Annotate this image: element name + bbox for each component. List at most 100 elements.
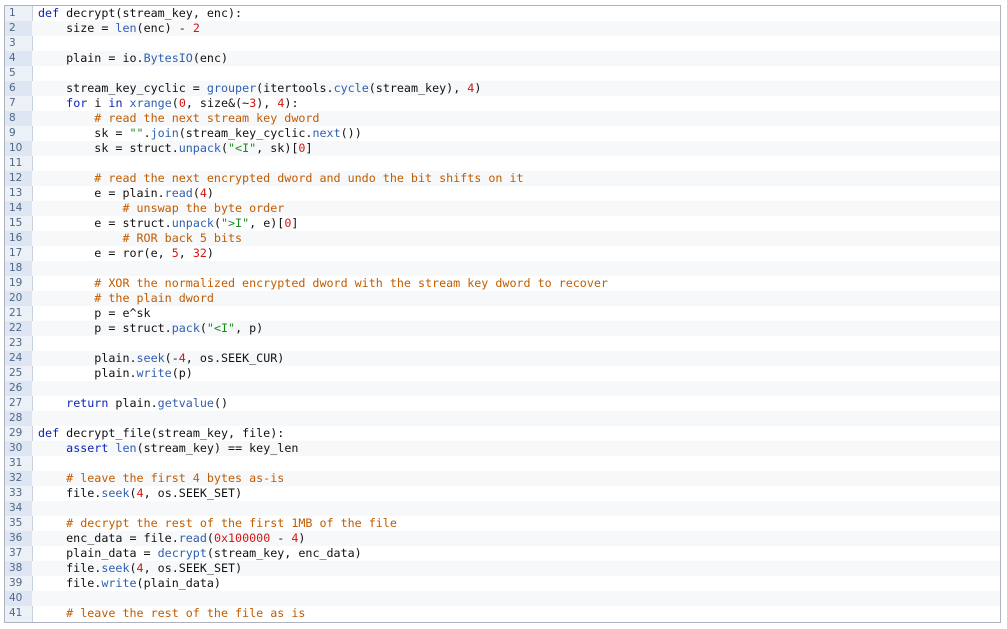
code-token: pack [171,321,200,335]
code-line: 13 e = plain.read(4) [5,186,1000,201]
line-number: 11 [9,157,23,169]
code-text: file.write(plain_data) [38,576,221,591]
code-token: . [143,126,151,140]
code-text: p = e^sk [38,306,151,321]
line-number: 14 [5,201,32,216]
line-number: 38 [5,561,32,576]
line-number: 7 [9,97,16,109]
code-token: ( [129,561,137,575]
code-line: 5 [5,66,1000,81]
code-text: file.seek(4, os.SEEK_SET) [38,561,242,576]
code-token: stream_key_cyclic = [38,81,207,95]
code-token: ( [220,141,229,155]
code-text: e = plain.read(4) [38,186,214,201]
code-token: - [270,531,292,545]
code-line: 7 for i in xrange(0, size&(~3), 4): [5,96,1000,111]
code-line: 32 # leave the first 4 bytes as-is [5,471,1000,486]
code-token: , p) [235,321,264,335]
line-number: 22 [5,321,32,336]
code-token: (stream_key_cyclic. [178,126,313,140]
code-line: 12 # read the next encrypted dword and u… [5,171,1000,186]
code-text: # the plain dword [38,291,214,306]
code-token: e = ror(e, [38,246,172,260]
code-token: # ROR back 5 bits [38,231,243,245]
code-line: 28 [5,411,1000,426]
code-token: seek [101,561,130,575]
code-token: 32 [192,246,207,260]
code-token: (- [164,351,179,365]
code-text: enc_data = file.read(0x100000 - 4) [38,531,305,546]
code-token: ( [199,321,207,335]
code-token: decrypt(stream_key, enc): [59,6,243,20]
code-token: 3 [249,96,257,110]
code-token: # unswap the byte order [38,201,285,215]
line-number: 3 [9,37,16,49]
code-token: p = struct. [38,321,172,335]
code-text: file.seek(4, os.SEEK_SET) [38,486,242,501]
code-token: ( [206,531,214,545]
code-line: 6 stream_key_cyclic = grouper(itertools.… [5,81,1000,96]
code-line: 31 [5,456,1000,471]
code-token: # leave the first 4 bytes as-is [38,471,285,485]
line-number: 9 [9,127,16,139]
code-token: 4 [136,561,144,575]
code-text: p = struct.pack("<I", p) [38,321,263,336]
code-text: # XOR the normalized encrypted dword wit… [38,276,608,291]
code-token: sk = struct. [38,141,179,155]
line-number: 30 [5,441,32,456]
code-token: def [38,6,60,20]
code-text: def decrypt(stream_key, enc): [38,6,242,21]
code-token: file. [38,561,102,575]
code-token: write [101,576,137,590]
code-line: 40 [5,591,1000,606]
code-token: def [38,426,60,440]
line-number: 1 [9,7,16,19]
code-text: sk = "".join(stream_key_cyclic.next()) [38,126,361,141]
code-text: for i in xrange(0, size&(~3), 4): [38,96,298,111]
code-token: "<I" [206,321,236,335]
code-token: # read the next encrypted dword and undo… [38,171,524,185]
code-text: plain.seek(-4, os.SEEK_CUR) [38,351,284,366]
line-number: 37 [9,547,23,559]
code-token: (plain_data) [136,576,221,590]
code-token: len [115,441,137,455]
code-text: sk = struct.unpack("<I", sk)[0] [38,141,313,156]
code-line: 34 [5,501,1000,516]
code-token: # the plain dword [38,291,214,305]
code-token: ] [305,141,313,155]
code-token: (stream_key, enc_data) [206,546,362,560]
code-token: plain. [38,366,137,380]
code-line: 30 assert len(stream_key) == key_len [5,441,1000,456]
code-text: # ROR back 5 bits [38,231,242,246]
code-token [38,396,66,410]
code-text: plain_data = decrypt(stream_key, enc_dat… [38,546,362,561]
line-number: 24 [5,351,32,366]
code-line: 11 [5,156,1000,171]
code-token: (p) [171,366,193,380]
line-number: 31 [9,457,23,469]
code-text: # leave the rest of the file as is [38,606,305,621]
line-number: 35 [9,517,23,529]
code-line: 24 plain.seek(-4, os.SEEK_CUR) [5,351,1000,366]
code-token [122,96,129,110]
code-text: # decrypt the rest of the first 1MB of t… [38,516,397,531]
code-token: plain = io. [38,51,144,65]
code-text: plain = io.BytesIO(enc) [38,51,228,66]
code-token: file. [38,486,102,500]
code-token: , os.SEEK_CUR) [185,351,285,365]
line-number: 40 [5,591,32,606]
code-token: plain. [38,351,137,365]
code-token: , os.SEEK_SET) [143,561,243,575]
code-token: # leave the rest of the file as is [38,606,306,620]
code-token: 4 [291,531,299,545]
code-token: , sk)[ [256,141,299,155]
code-token: 4 [178,351,186,365]
code-line: 15 e = struct.unpack(">I", e)[0] [5,216,1000,231]
code-text: # read the next stream key dword [38,111,319,126]
code-token: 0 [178,96,186,110]
line-number: 6 [5,81,32,96]
code-token: plain. [108,396,158,410]
code-token: , size&(~ [185,96,250,110]
line-number: 26 [5,381,32,396]
code-token: p = e^sk [38,306,151,320]
